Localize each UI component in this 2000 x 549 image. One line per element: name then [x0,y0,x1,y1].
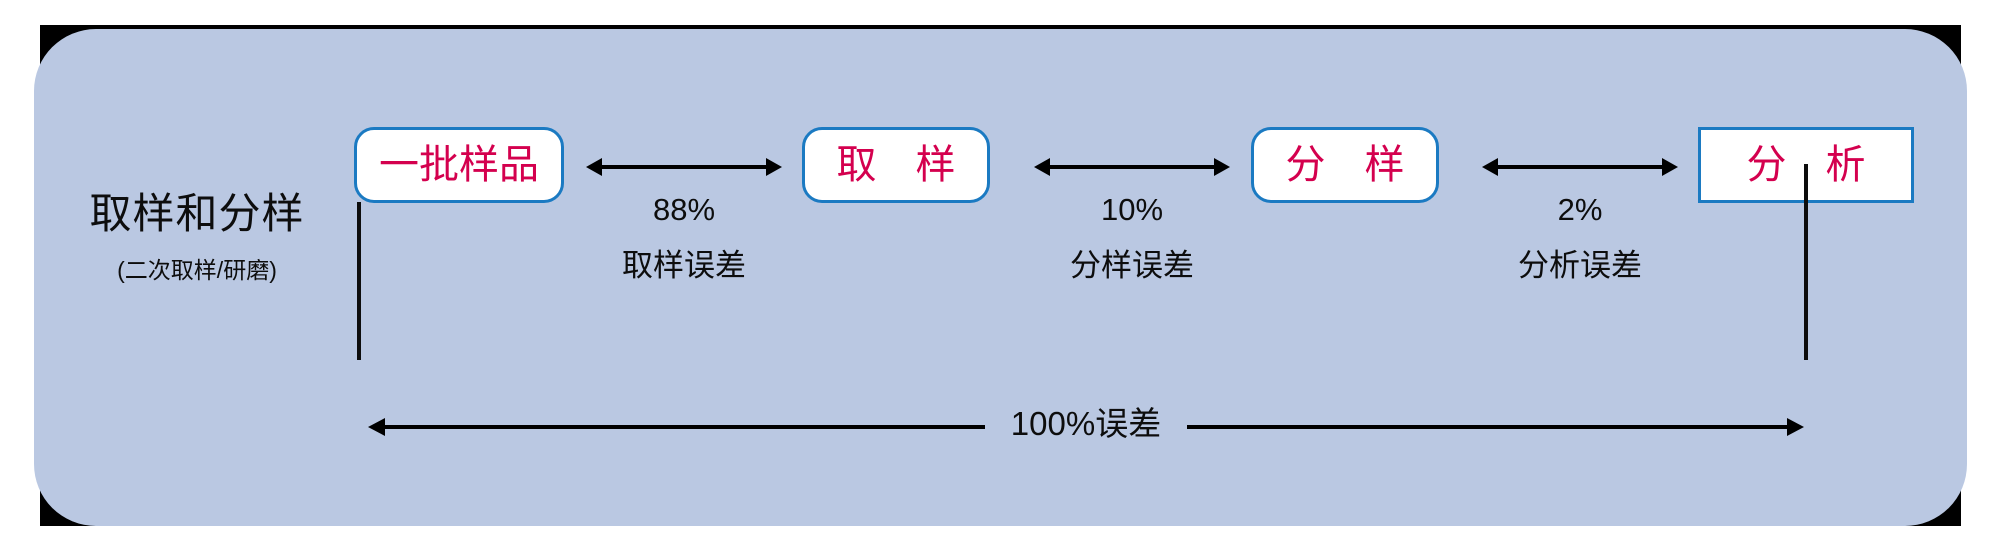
arrowhead-right-icon [1662,158,1678,176]
diagram-title: 取样和分样 [89,190,305,237]
gap-caption-1: 88% 取样误差 [586,190,782,286]
double-arrow-icon-3 [1482,158,1678,176]
node-divide[interactable]: 分 样 [1251,127,1439,203]
double-arrow-icon-2 [1034,158,1230,176]
gap-error-label-1: 取样误差 [622,248,746,283]
arrowhead-right-icon [1787,418,1804,436]
node-batch[interactable]: 一批样品 [354,127,564,203]
total-error-label: 100%误差 [1010,405,1162,442]
arrow-shaft-right [1187,425,1787,429]
double-arrow-icon-1 [586,158,782,176]
arrowhead-left-icon [368,418,385,436]
node-sampling-label: 取 样 [836,143,970,187]
gap-caption-3: 2% 分析误差 [1482,190,1678,286]
gap-error-label-2: 分样误差 [1070,248,1194,283]
diagram-panel [34,29,1967,526]
total-span-arrow: 100%误差 [368,404,1804,450]
node-sampling[interactable]: 取 样 [802,127,990,203]
node-divide-label: 分 样 [1285,143,1419,187]
gap-caption-2: 10% 分样误差 [1034,190,1230,286]
arrowhead-left-icon [586,158,602,176]
arrowhead-left-icon [1034,158,1050,176]
arrow-shaft-left [385,425,985,429]
diagram-title-block: 取样和分样 (二次取样/研磨) [52,188,342,284]
gap-percent-2: 10% [1100,192,1164,227]
gap-error-label-3: 分析误差 [1518,248,1642,283]
arrowhead-left-icon [1482,158,1498,176]
connector-line-left [357,202,361,360]
connector-line-right [1804,164,1808,360]
diagram-subtitle: (二次取样/研磨) [117,257,277,283]
gap-percent-3: 2% [1557,192,1603,227]
gap-percent-1: 88% [652,192,716,227]
node-batch-label: 一批样品 [379,143,539,187]
arrowhead-right-icon [1214,158,1230,176]
arrow-shaft [1491,165,1669,169]
arrow-shaft [1043,165,1221,169]
arrowhead-right-icon [766,158,782,176]
arrow-shaft [595,165,773,169]
